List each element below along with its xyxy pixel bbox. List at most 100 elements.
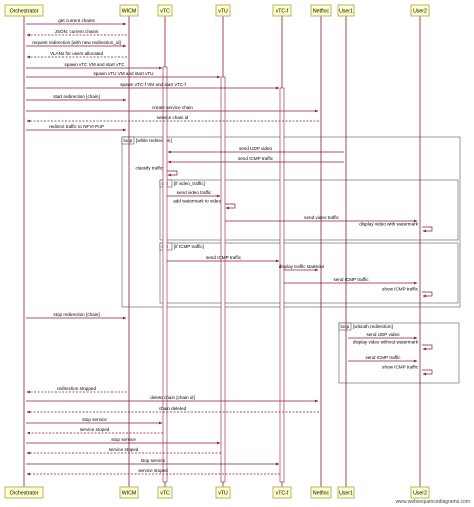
participant-label: Netfloc (313, 9, 330, 15)
participant-user2-bottom: User2 (410, 486, 430, 499)
message-29: delete chain [chain id] (26, 395, 319, 403)
message-label: send UDP video (239, 146, 273, 151)
message-label: service chain id (157, 115, 189, 120)
message-arrow (422, 291, 433, 298)
message-label: spawn vTU VM and start vTU (94, 71, 154, 76)
participant-wicm-bottom: WICM (119, 486, 139, 499)
message-16: add watermark to video (173, 199, 236, 210)
message-25: display video without watermark (353, 340, 433, 351)
message-label: classify traffic (136, 166, 164, 171)
frame-kind-label: loop (124, 138, 133, 143)
message-6: spawn vTU VM and start vTU (26, 71, 221, 79)
participant-netfloc-bottom: Netfloc (310, 486, 332, 499)
message-13: send ICMP traffic (167, 156, 344, 164)
message-4: VLANs for users allocated (26, 51, 127, 59)
message-label: spawn vTC VM and start vTC (65, 62, 126, 67)
participant-label: Netfloc (313, 491, 330, 497)
message-36: service stoped (26, 468, 280, 476)
frame-loop-1: loop[while redirection] (121, 136, 461, 308)
message-label: show ICMP traffic (382, 287, 419, 292)
message-27: show ICMP traffic (382, 365, 433, 376)
message-label: display video with watermark (359, 222, 418, 227)
message-label: show ICMP traffic (382, 365, 419, 370)
participant-label: User2 (413, 9, 427, 15)
message-20: display traffic statistics (279, 264, 325, 272)
participant-label: vTU (218, 9, 228, 15)
watermark-text: www.websequencediagrams.com (395, 499, 470, 505)
message-11: redirect traffic to NFVI-PoP (26, 124, 127, 132)
participant-label: User2 (413, 491, 427, 497)
participant-label: vTC-f (276, 9, 289, 15)
message-33: stop service (26, 437, 221, 445)
participant-vtc-top: vTC (157, 4, 173, 17)
activation-bar-vtcf (279, 87, 285, 483)
activation-bar-vtc (162, 66, 168, 483)
message-label: stop service (141, 458, 166, 463)
message-7: spawn vTC-f VM and start vTC-f (26, 82, 280, 90)
message-28: redirection stopped (26, 386, 127, 394)
message-18: display video with watermark (359, 222, 433, 233)
message-35: stop service (26, 458, 280, 466)
message-label: send ICMP traffic (238, 156, 274, 161)
message-arrow (422, 344, 433, 351)
frame-condition-label: [if ICMP traffic] (174, 244, 204, 249)
message-30: chain deleted (26, 406, 319, 414)
message-21: send ICMP traffic (284, 277, 418, 285)
participant-orc-bottom: Orchestrator (4, 486, 44, 499)
message-2: JSON: current chains (26, 29, 127, 37)
message-label: JSON: current chains (55, 29, 99, 34)
participant-label: WICM (122, 9, 136, 15)
participant-user1-bottom: User1 (337, 486, 355, 499)
frame-condition-label: [if video_traffic] (174, 181, 205, 186)
participant-label: Orchestrator (10, 9, 39, 15)
message-8: start redirection [chain] (26, 94, 127, 102)
message-9: create service chain (26, 105, 319, 113)
frame-opt-2: opt[if video_traffic] (159, 179, 459, 241)
participant-label: vTC-f (276, 491, 289, 497)
participant-user1-top: User1 (337, 4, 355, 17)
participant-label: Orchestrator (10, 491, 39, 497)
message-5: spawn vTC VM and start vTC (26, 62, 163, 70)
participant-vtu-top: vTU (215, 4, 231, 17)
frame-kind-label: loop (341, 324, 350, 329)
activation-bar-vtu (220, 76, 226, 483)
message-26: send ICMP traffic (348, 355, 418, 363)
message-label: send video traffic (177, 190, 212, 195)
participant-label: WICM (122, 491, 136, 497)
message-label: VLANs for users allocated (50, 51, 104, 56)
message-label: send video traffic (304, 215, 339, 220)
participant-label: User1 (339, 491, 353, 497)
message-label: redirect traffic to NFVI-PoP (49, 124, 104, 129)
participant-vtu-bottom: vTU (215, 486, 231, 499)
message-label: spawn vTC-f VM and start vTC-f (120, 82, 186, 87)
message-label: service stoped (138, 468, 168, 473)
message-label: get current chains (58, 18, 95, 23)
frame-condition-label: [while redirection] (136, 138, 172, 143)
message-arrow (422, 226, 433, 233)
message-label: send UDP video (366, 332, 400, 337)
participant-orc-top: Orchestrator (4, 4, 44, 17)
message-32: service stoped (26, 427, 163, 435)
message-label: stop service (82, 417, 107, 422)
message-arrow (422, 369, 433, 376)
participant-vtcf-bottom: vTC-f (272, 486, 292, 499)
message-label: chain deleted (159, 406, 187, 411)
participant-label: User1 (339, 9, 353, 15)
participant-wicm-top: WICM (119, 4, 139, 17)
message-label: delete chain [chain id] (150, 395, 194, 400)
frame-opt-3: opt[if ICMP traffic] (159, 242, 459, 304)
message-arrow (225, 203, 236, 210)
participant-vtcf-top: vTC-f (272, 4, 292, 17)
participant-vtc-bottom: vTC (157, 486, 173, 499)
message-label: stop redirection [chain] (53, 312, 99, 317)
message-19: send ICMP traffic (167, 255, 280, 263)
message-label: request redirection [with new redirectio… (32, 40, 121, 45)
message-label: service stoped (109, 447, 139, 452)
message-34: service stoped (26, 447, 221, 455)
message-24: send UDP video (348, 332, 418, 340)
message-17: send video traffic (225, 215, 418, 223)
message-label: send ICMP traffic (206, 255, 242, 260)
message-1: get current chains (26, 18, 127, 26)
message-label: send ICMP traffic (365, 355, 401, 360)
